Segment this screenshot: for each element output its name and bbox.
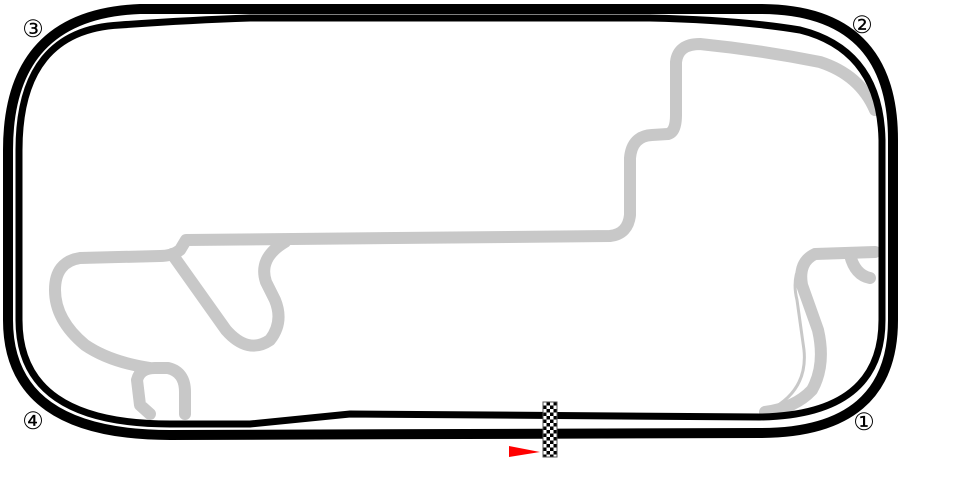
flag-square — [546, 405, 550, 409]
flag-square — [553, 416, 557, 420]
road-course-turn1-section — [759, 246, 881, 418]
flag-square — [546, 402, 550, 406]
turn-3-label: ③ — [22, 15, 44, 43]
turn-4-label: ④ — [22, 407, 44, 435]
road-course-main — [49, 38, 881, 420]
flag-square — [543, 444, 547, 448]
flag-square — [546, 451, 550, 455]
flag-square — [550, 426, 554, 430]
flag-square — [546, 444, 550, 448]
flag-square — [546, 437, 550, 441]
flag-square — [550, 409, 554, 413]
oval-outer-line — [3, 3, 898, 441]
flag-square — [553, 454, 557, 457]
flag-square — [553, 430, 557, 434]
flag-square — [550, 430, 554, 434]
flag-square — [550, 423, 554, 427]
flag-square — [553, 426, 557, 430]
flag-square — [543, 440, 547, 444]
flag-square — [553, 437, 557, 441]
flag-square — [543, 426, 547, 430]
flag-square — [546, 433, 550, 437]
flag-square — [543, 405, 547, 409]
flag-square — [546, 423, 550, 427]
flag-square — [543, 454, 547, 457]
flag-square — [546, 412, 550, 416]
flag-square — [546, 440, 550, 444]
flag-square — [553, 402, 557, 406]
flag-square — [550, 440, 554, 444]
flag-square — [553, 405, 557, 409]
flag-square — [553, 444, 557, 448]
flag-square — [543, 447, 547, 451]
flag-square — [543, 419, 547, 423]
road-course — [49, 38, 881, 420]
flag-square — [550, 412, 554, 416]
flag-square — [546, 409, 550, 413]
flag-square — [543, 412, 547, 416]
flag-square — [553, 451, 557, 455]
flag-square — [543, 409, 547, 413]
flag-square — [550, 405, 554, 409]
flag-square — [543, 437, 547, 441]
flag-square — [550, 451, 554, 455]
turn-1-label: ① — [853, 408, 875, 436]
turn-2-label: ② — [851, 11, 873, 39]
flag-square — [550, 419, 554, 423]
flag-square — [553, 423, 557, 427]
flag-square — [553, 412, 557, 416]
flag-square — [543, 402, 547, 406]
flag-square — [546, 454, 550, 457]
start-finish-line — [542, 401, 558, 458]
flag-square — [543, 451, 547, 455]
flag-square — [546, 416, 550, 420]
flag-square — [546, 426, 550, 430]
flag-square — [553, 433, 557, 437]
road-course-connector — [844, 249, 876, 284]
flag-square — [553, 409, 557, 413]
flag-square — [543, 433, 547, 437]
flag-square — [550, 444, 554, 448]
flag-square — [550, 447, 554, 451]
flag-square — [543, 416, 547, 420]
flag-square — [550, 437, 554, 441]
flag-square — [550, 454, 554, 457]
flag-square — [553, 440, 557, 444]
flag-square — [543, 430, 547, 434]
oval-inner-line — [15, 14, 886, 428]
flag-square — [550, 402, 554, 406]
pit-lane — [769, 264, 806, 412]
flag-square — [546, 447, 550, 451]
flag-square — [550, 416, 554, 420]
direction-arrow-icon — [509, 446, 540, 457]
flag-square — [546, 430, 550, 434]
checkered-flag-icon — [543, 402, 557, 457]
flag-square — [550, 433, 554, 437]
flag-square — [546, 419, 550, 423]
road-course-chicane — [166, 236, 291, 352]
flag-square — [553, 447, 557, 451]
flag-square — [553, 419, 557, 423]
flag-square — [543, 423, 547, 427]
